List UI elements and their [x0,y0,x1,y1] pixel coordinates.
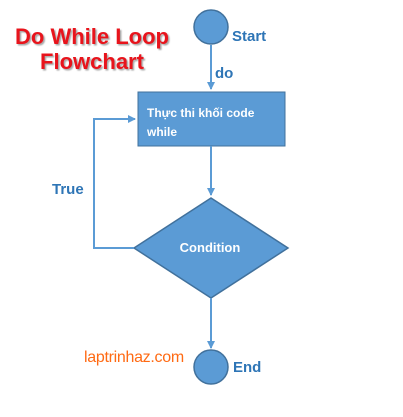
diagram-title: Do While Loop Flowchart [0,24,184,74]
condition-label: Condition [179,240,241,255]
true-label: True [52,181,84,198]
diagram-title-line1: Do While Loop [15,24,169,49]
start-terminal [193,9,229,45]
end-label: End [233,359,262,376]
process-label: Thực thi khối code while [147,106,255,139]
watermark: laptrinhaz.com [84,349,184,366]
process-box [137,91,286,147]
end-terminal [193,349,229,385]
connector-loop-back [93,115,136,249]
start-label: Start [232,28,267,45]
diagram-title-line2: Flowchart [40,49,144,74]
do-label: do [215,65,234,82]
